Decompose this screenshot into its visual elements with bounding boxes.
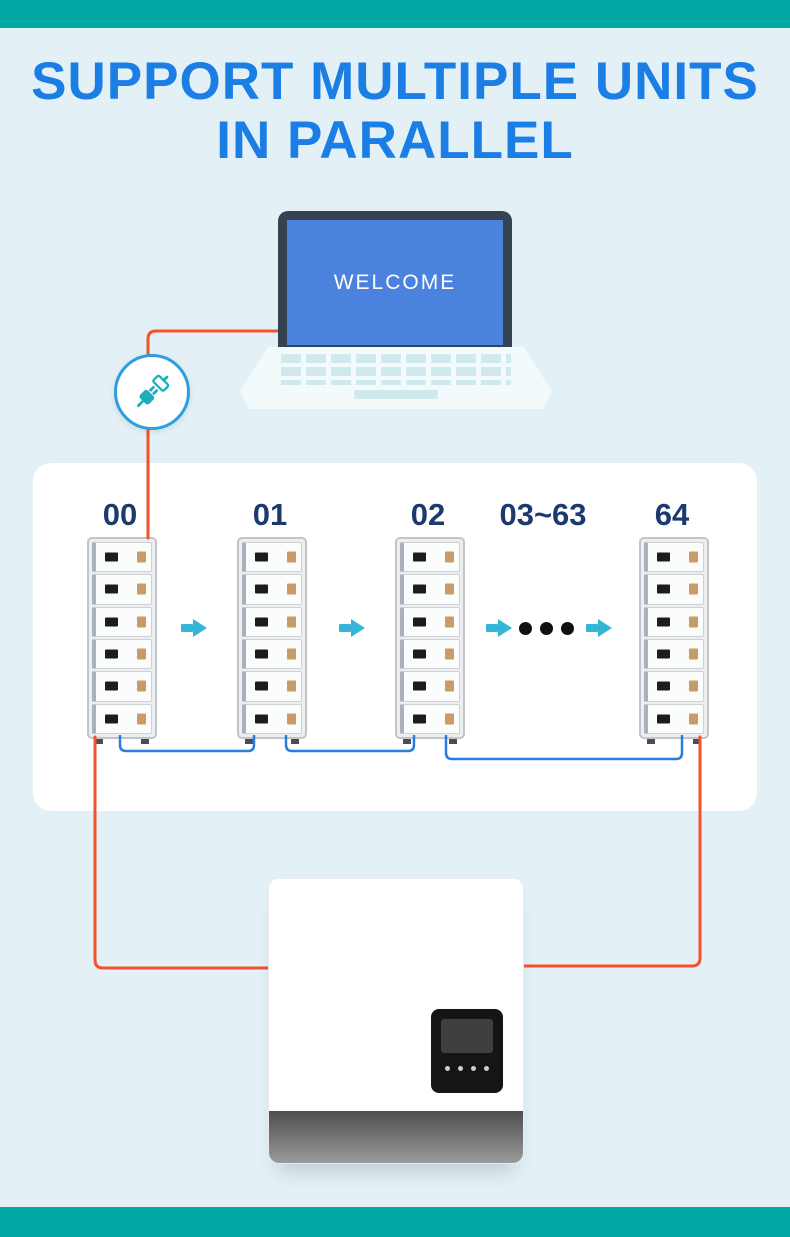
ellipsis-dot-icon xyxy=(561,622,574,635)
battery-module xyxy=(92,703,152,734)
laptop-display: WELCOME xyxy=(287,220,503,345)
ellipsis-dot-icon xyxy=(519,622,532,635)
ellipsis-dot-icon xyxy=(540,622,553,635)
laptop-keyboard xyxy=(240,347,552,409)
battery-module xyxy=(92,671,152,702)
laptop-screen: WELCOME xyxy=(278,211,512,347)
battery-module xyxy=(242,606,302,637)
title-line-2: IN PARALLEL xyxy=(216,111,574,171)
battery-module xyxy=(400,574,460,605)
battery-module xyxy=(400,638,460,670)
keyboard-keys xyxy=(281,354,511,385)
battery-module xyxy=(400,606,460,637)
bottom-accent-band xyxy=(0,1207,790,1237)
battery-module xyxy=(400,703,460,734)
battery-module xyxy=(644,671,704,702)
battery-module xyxy=(242,703,302,734)
inverter-screen xyxy=(441,1019,493,1053)
inverter-button-icon xyxy=(484,1066,489,1071)
battery-module xyxy=(644,638,704,670)
battery-cabinet-00 xyxy=(87,537,157,744)
battery-module xyxy=(644,703,704,734)
battery-module xyxy=(92,574,152,605)
battery-module xyxy=(92,638,152,670)
battery-module xyxy=(644,606,704,637)
arrow-right-icon xyxy=(339,619,365,637)
battery-module xyxy=(92,542,152,573)
page-title: SUPPORT MULTIPLE UNITS IN PARALLEL xyxy=(0,52,790,171)
arrow-right-icon xyxy=(181,619,207,637)
top-accent-band xyxy=(0,0,790,28)
battery-cabinet-02 xyxy=(395,537,465,744)
laptop-welcome-text: WELCOME xyxy=(333,270,457,294)
inverter-buttons xyxy=(431,1066,503,1071)
battery-module xyxy=(242,671,302,702)
battery-module xyxy=(644,574,704,605)
battery-cabinet-64 xyxy=(639,537,709,744)
inverter-display xyxy=(431,1009,503,1093)
plug-connection-icon xyxy=(114,354,190,430)
battery-cabinet-01 xyxy=(237,537,307,744)
battery-module xyxy=(400,542,460,573)
battery-module xyxy=(644,542,704,573)
title-line-1: SUPPORT MULTIPLE UNITS xyxy=(31,52,759,111)
battery-module xyxy=(242,638,302,670)
battery-module xyxy=(242,542,302,573)
inverter-illustration xyxy=(268,878,524,1164)
unit-label-64: 64 xyxy=(654,497,690,532)
arrow-right-icon xyxy=(486,619,512,637)
arrow-right-icon xyxy=(586,619,612,637)
unit-label-02: 02 xyxy=(410,497,446,532)
inverter-button-icon xyxy=(471,1066,476,1071)
battery-module xyxy=(400,671,460,702)
plug-icon xyxy=(137,374,170,407)
inverter-button-icon xyxy=(445,1066,450,1071)
inverter-button-icon xyxy=(458,1066,463,1071)
battery-module xyxy=(92,606,152,637)
inverter-bottom-panel xyxy=(269,1111,523,1163)
unit-label-01: 01 xyxy=(252,497,288,532)
battery-module xyxy=(242,574,302,605)
unit-label-00: 00 xyxy=(102,497,138,532)
unit-label-03-63: 03~63 xyxy=(499,497,587,532)
keyboard-spacebar xyxy=(354,390,438,399)
